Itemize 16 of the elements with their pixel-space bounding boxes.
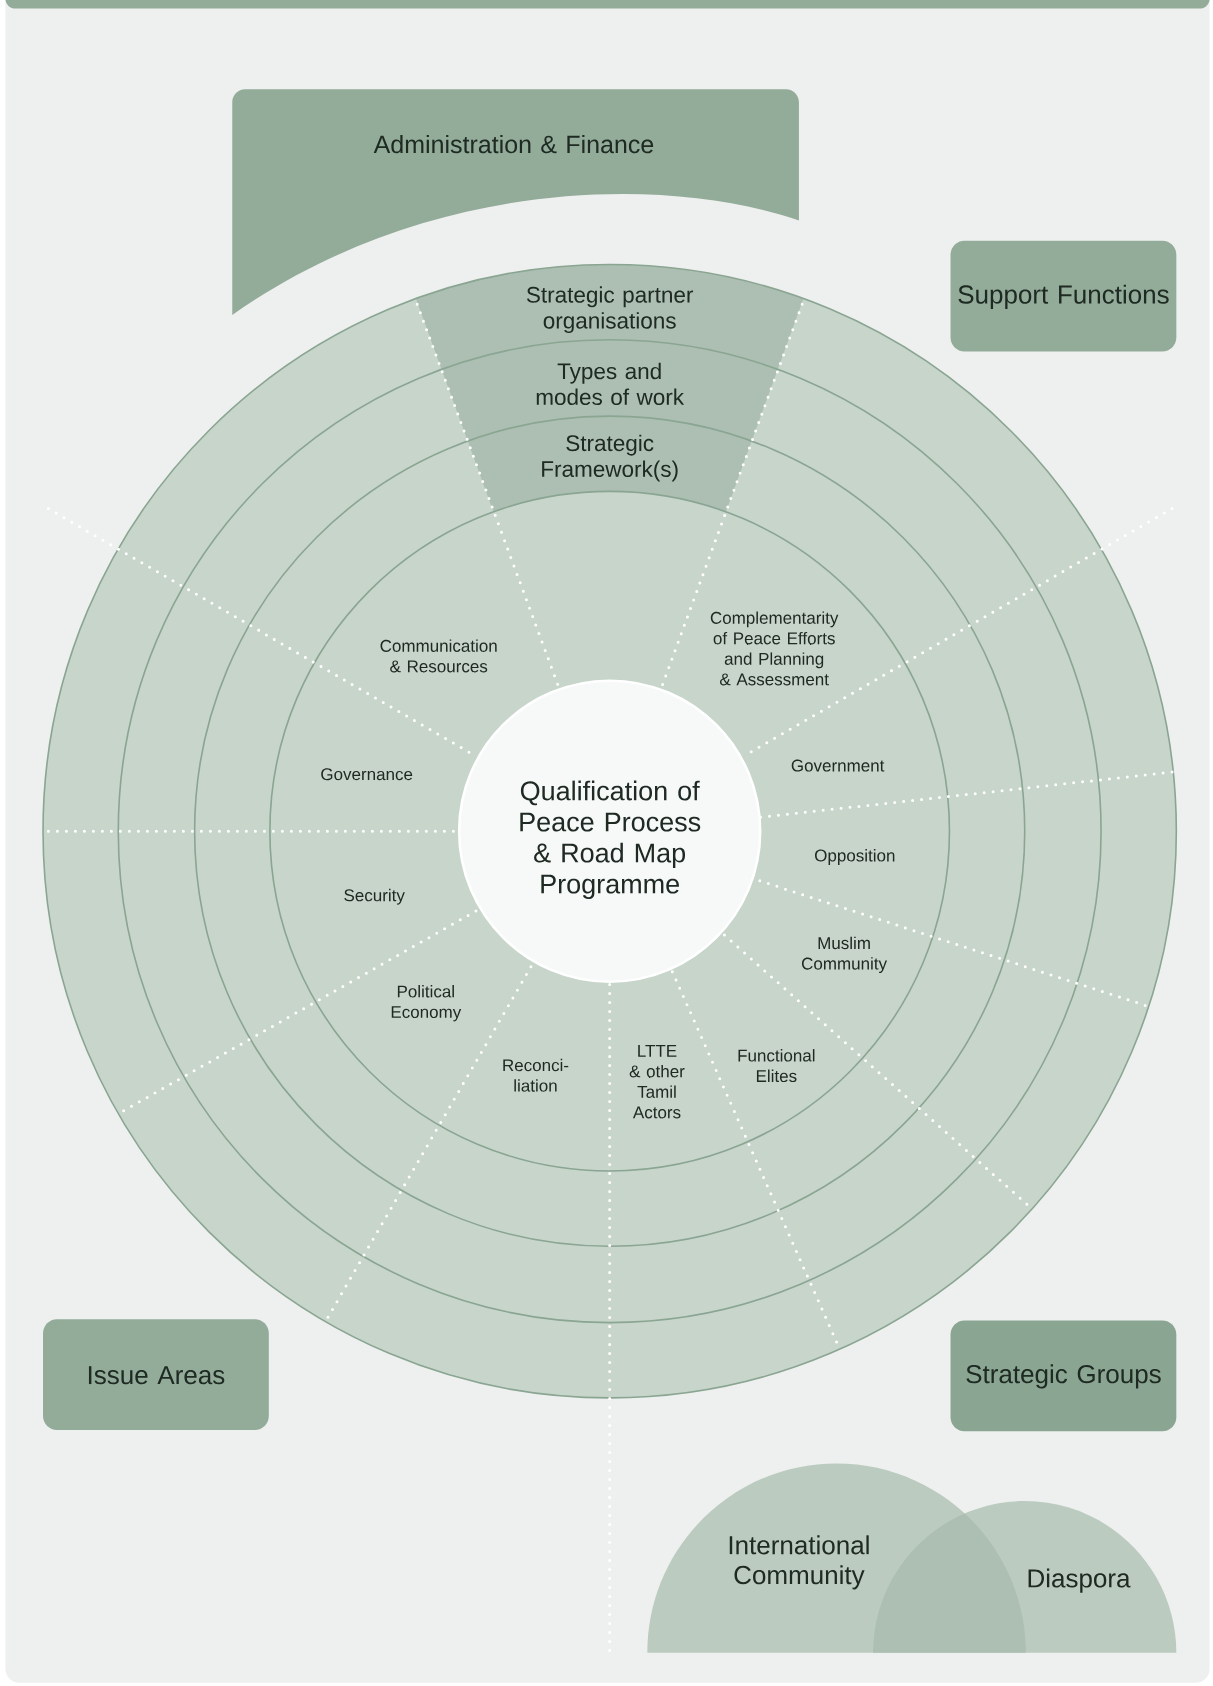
- sector-label: Muslim Community: [802, 936, 888, 973]
- band-label: Strategic Framework(s): [542, 434, 678, 482]
- sector-label: Opposition: [815, 849, 895, 865]
- band-label: Types and modes of work: [536, 362, 685, 406]
- sector-label: Governance: [321, 768, 413, 781]
- node-label: Diaspora: [1028, 1568, 1131, 1593]
- sector-label: Security: [344, 888, 405, 905]
- label-box: Support Functions: [950, 240, 1177, 352]
- sector-label: Communication & Resources: [380, 639, 497, 673]
- sector-label: LTTE & other Tamil Actors: [629, 1045, 685, 1119]
- sector-label: Government: [791, 759, 885, 772]
- sector-label: Political Economy: [391, 985, 462, 1022]
- label-box: Issue Areas: [43, 1319, 269, 1431]
- sector-label: Functional Elites: [738, 1049, 815, 1083]
- label-box: Strategic Groups: [950, 1320, 1177, 1432]
- sector-label: Reconci-liation: [503, 1058, 569, 1092]
